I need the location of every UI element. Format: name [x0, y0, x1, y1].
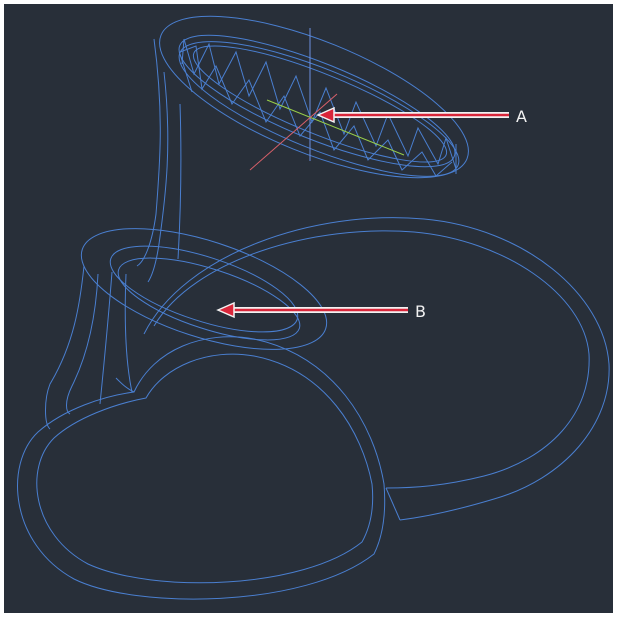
top-ring-bore-ellipse	[192, 45, 448, 163]
callout-a: A	[316, 106, 527, 126]
ucs-y-axis	[266, 99, 405, 156]
ucs-x-axis	[249, 93, 338, 171]
callout-a-label: A	[516, 107, 527, 126]
top-ring-mesh-edges	[179, 38, 457, 174]
neck-tube	[136, 38, 182, 283]
callout-b: B	[216, 301, 426, 321]
heart-base-outer-rim	[17, 336, 386, 600]
neck-left-inner-edge	[147, 71, 169, 283]
middle-ring-outer-ellipse	[80, 228, 328, 350]
body-wall-outer-left	[45, 265, 85, 430]
top-ring	[159, 15, 469, 179]
rear-flange	[143, 217, 610, 521]
body-wall-inner-left	[99, 271, 113, 405]
top-ring-outer-ellipse	[159, 15, 469, 179]
wireframe-drawing[interactable]: A B	[4, 4, 613, 613]
callout-b-arrowhead-icon	[216, 301, 235, 319]
neck-right-edge	[177, 103, 182, 260]
heart-base-cusp	[115, 377, 135, 393]
body-walls	[45, 265, 133, 430]
middle-ring-lower-ellipse	[117, 257, 301, 341]
heart-base	[17, 336, 386, 600]
top-ring-lower-ellipse	[178, 41, 460, 177]
middle-ring-inner-ellipse	[109, 245, 299, 333]
cad-viewport[interactable]: A B	[4, 4, 613, 613]
rear-flange-inner-edge	[153, 230, 590, 489]
middle-ring	[80, 228, 328, 350]
rear-flange-outer-edge	[143, 217, 610, 521]
rear-flange-joint	[385, 487, 401, 521]
heart-base-inner-rim	[36, 353, 374, 584]
ucs-icon[interactable]	[249, 28, 405, 171]
top-ring-inner-ellipse	[178, 34, 456, 168]
body-wall-inner-right	[124, 273, 133, 393]
callout-b-label: B	[415, 302, 426, 321]
top-ring-mesh-upper	[183, 38, 457, 170]
body-wall-left	[66, 273, 99, 415]
callout-a-arrowhead-icon	[316, 106, 335, 124]
neck-left-outer-edge	[136, 38, 161, 267]
